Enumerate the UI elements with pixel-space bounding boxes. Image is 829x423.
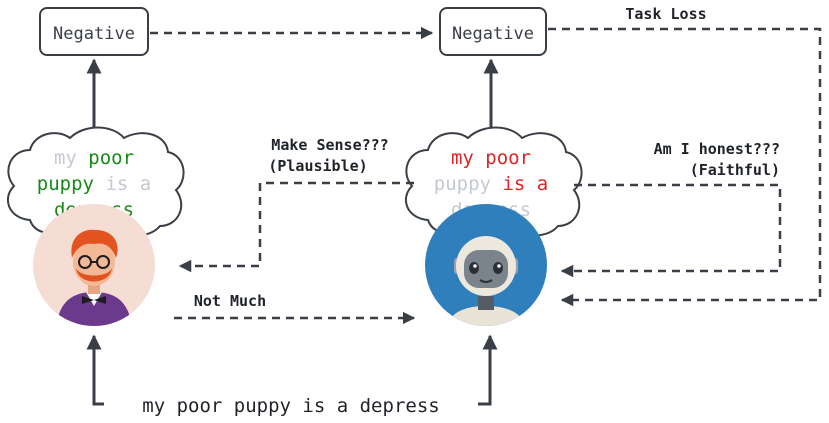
faithful-label-line2: (Faithful) bbox=[690, 161, 780, 179]
human-input-arrow bbox=[86, 334, 104, 406]
model-thought-line: puppy is a bbox=[434, 173, 548, 195]
thought-word: my bbox=[54, 147, 88, 169]
thought-word: is a bbox=[94, 173, 151, 195]
human-output-label: Negative bbox=[53, 24, 135, 44]
robot-avatar-icon bbox=[425, 204, 547, 326]
faithful-arrow bbox=[560, 183, 782, 278]
not-much-label: Not Much bbox=[194, 292, 266, 310]
task-loss-arrow bbox=[548, 27, 822, 307]
faithful-label-line1: Am I honest??? bbox=[654, 140, 780, 158]
model-input-arrow bbox=[478, 334, 498, 406]
thought-word: puppy bbox=[434, 173, 503, 195]
human-thought-line: puppy is a bbox=[37, 173, 151, 195]
model-thought-line: my poor bbox=[451, 147, 531, 169]
thought-word: poor bbox=[88, 147, 134, 169]
human-thought-line: my poor bbox=[54, 147, 134, 169]
plausible-arrow bbox=[178, 181, 414, 273]
thought-word: puppy bbox=[37, 173, 94, 195]
plausible-label-line2: (Plausible) bbox=[268, 157, 367, 175]
person-avatar-icon bbox=[33, 204, 155, 326]
thought-word: is a bbox=[502, 173, 548, 195]
task-loss-label: Task Loss bbox=[625, 5, 706, 23]
model-output-label: Negative bbox=[452, 24, 534, 44]
thought-word: my poor bbox=[451, 147, 531, 169]
model-output-box: Negative bbox=[439, 7, 547, 56]
plausible-label-line1: Make Sense??? bbox=[271, 136, 388, 154]
human-output-box: Negative bbox=[39, 7, 149, 56]
input-sentence: my poor puppy is a depress bbox=[142, 395, 439, 417]
